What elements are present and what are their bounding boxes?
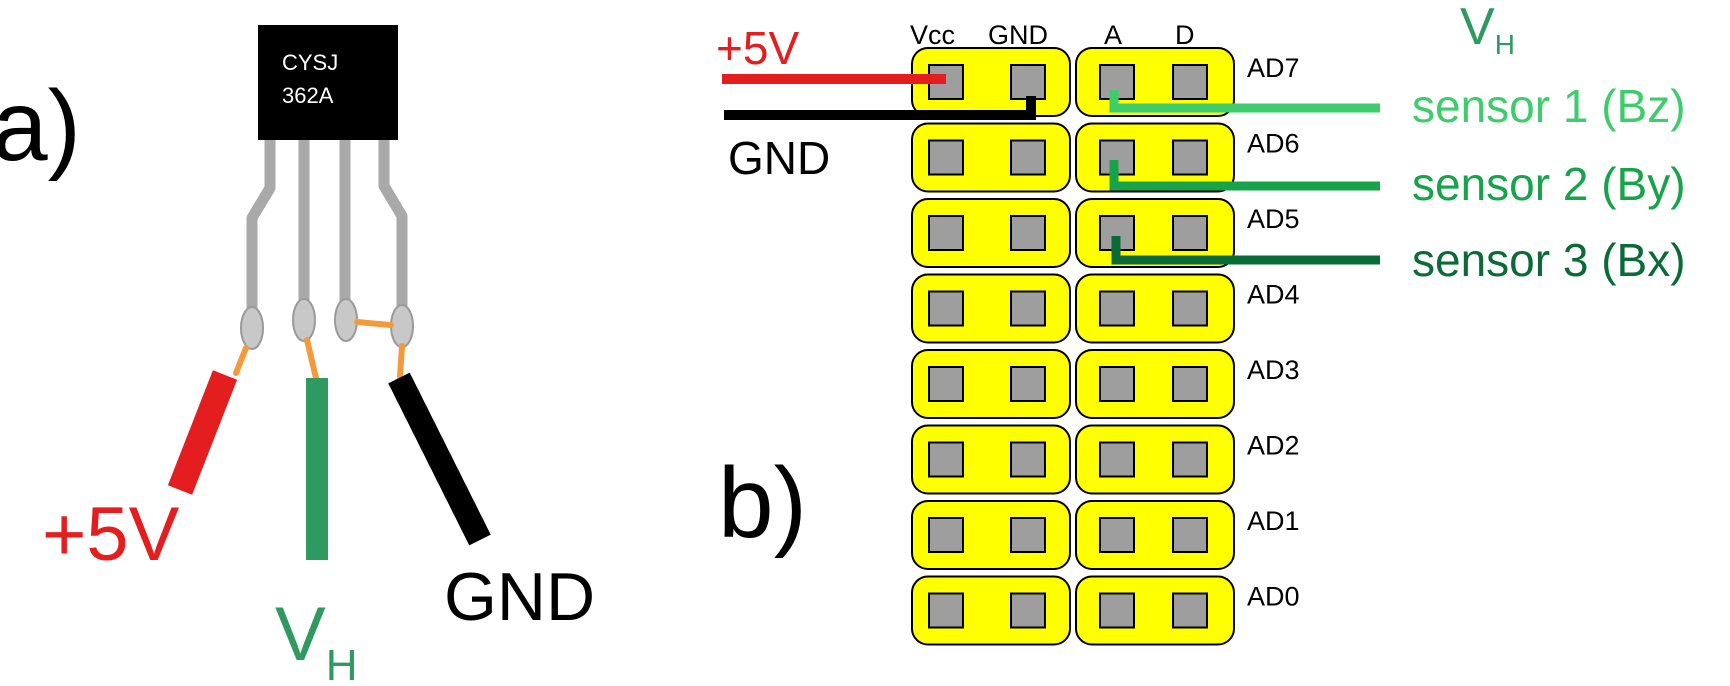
header-row-ad0: AD0 (911, 575, 1300, 646)
pin-ad3-d (1172, 366, 1208, 402)
panel-b: b) Vcc GND A D AD7AD6AD5AD4AD3AD2AD1AD0 … (716, 0, 1686, 646)
pin-ad4-gnd (1010, 290, 1046, 327)
row-label-ad3: AD3 (1247, 355, 1300, 385)
pin-ad0-d (1172, 592, 1208, 629)
solder-joints (240, 298, 414, 350)
pin-ad2-gnd (1010, 441, 1046, 478)
pin-ad4-a (1099, 290, 1135, 327)
sensor-3-wire (1111, 236, 1380, 265)
solder-joint-3 (334, 298, 358, 342)
col-header-vcc: Vcc (910, 20, 955, 50)
pin-ad4-d (1172, 290, 1208, 327)
col-header-gnd: GND (988, 20, 1048, 50)
label-supply-gnd: GND (728, 132, 830, 184)
label-vh-heading-sub: H (1495, 29, 1515, 60)
header-row-ad1: AD1 (911, 500, 1300, 570)
row-label-ad4: AD4 (1247, 280, 1300, 310)
col-header-a: A (1104, 20, 1122, 50)
wire-supply-gnd (724, 96, 1036, 120)
pin-ad6-d (1172, 139, 1208, 176)
lead-4 (378, 140, 408, 320)
jumper-vh (304, 337, 319, 381)
panel-b-title: b) (718, 447, 807, 559)
sensor-wires: sensor 1 (Bz) sensor 2 (By) sensor 3 (Bx) (1109, 80, 1686, 286)
pin-ad6-gnd (1010, 139, 1046, 176)
sensor-1-label: sensor 1 (Bz) (1412, 80, 1686, 132)
pin-ad0-a (1099, 592, 1135, 629)
label-gnd: GND (444, 559, 595, 635)
label-vh-heading-main: V (1460, 0, 1495, 56)
header-row-ad4: AD4 (911, 273, 1300, 344)
pin-ad0-gnd (1010, 592, 1046, 629)
pin-ad2-d (1172, 441, 1208, 478)
sensor-2-wire (1109, 160, 1380, 191)
pin-ad1-d (1172, 517, 1208, 553)
sensor-2-label: sensor 2 (By) (1412, 158, 1686, 210)
hall-sensor-chip: CYSJ 362A (258, 25, 398, 140)
header-row-ad3: AD3 (911, 349, 1300, 419)
wire-plus5v (167, 370, 238, 495)
row-label-ad6: AD6 (1247, 129, 1300, 159)
lead-1 (246, 140, 276, 320)
pin-ad1-vcc (928, 517, 964, 553)
pin-ad2-a (1099, 441, 1135, 478)
supply-wires (722, 74, 1036, 120)
jumper-bridge (354, 319, 394, 328)
solder-joint-2 (292, 298, 316, 342)
jumper-gnd (397, 343, 405, 380)
pin-ad1-gnd (1010, 517, 1046, 553)
row-label-ad2: AD2 (1247, 431, 1300, 461)
pin-ad1-a (1099, 517, 1135, 553)
row-label-ad1: AD1 (1247, 506, 1300, 536)
header-row-ad6: AD6 (911, 122, 1300, 193)
pin-ad5-gnd (1010, 215, 1046, 251)
row-label-ad7: AD7 (1247, 53, 1300, 83)
label-vh-sub: H (326, 641, 358, 686)
header-row-ad5: AD5 (911, 198, 1300, 268)
pin-ad6-vcc (928, 139, 964, 176)
pin-ad3-gnd (1010, 366, 1046, 402)
pin-ad0-vcc (928, 592, 964, 629)
row-label-ad0: AD0 (1247, 582, 1300, 612)
panel-a: a) CYSJ 362A (0, 25, 595, 686)
solder-joint-4 (390, 304, 414, 348)
chip-body (258, 25, 398, 140)
row-label-ad5: AD5 (1247, 204, 1300, 234)
orange-jumpers (233, 319, 405, 381)
col-header-d: D (1175, 20, 1195, 50)
chip-marking-line1: CYSJ (282, 50, 338, 75)
pin-ad5-vcc (928, 215, 964, 251)
pin-ad4-vcc (928, 290, 964, 327)
panel-a-title: a) (0, 70, 81, 182)
label-vh-heading: VH (1460, 0, 1515, 60)
pin-ad7-gnd (1010, 64, 1046, 100)
pin-ad5-d (1172, 215, 1208, 251)
sensor-3-label: sensor 3 (Bx) (1412, 234, 1686, 286)
solder-joint-1 (240, 306, 264, 350)
pin-ad7-d (1172, 64, 1208, 100)
label-vh: VH (275, 592, 357, 686)
label-plus5v: +5V (42, 492, 180, 577)
header-row-ad2: AD2 (911, 424, 1300, 495)
wire-gnd (388, 372, 491, 546)
chip-leads (246, 140, 408, 320)
pin-ad2-vcc (928, 441, 964, 478)
pin-ad3-vcc (928, 366, 964, 402)
sensor-1-wire (1109, 90, 1380, 113)
jumper-plus (233, 345, 249, 376)
label-vh-main: V (275, 592, 326, 677)
pin-ad3-a (1099, 366, 1135, 402)
chip-marking-line2: 362A (282, 83, 334, 108)
label-supply-plus5v: +5V (716, 22, 799, 74)
